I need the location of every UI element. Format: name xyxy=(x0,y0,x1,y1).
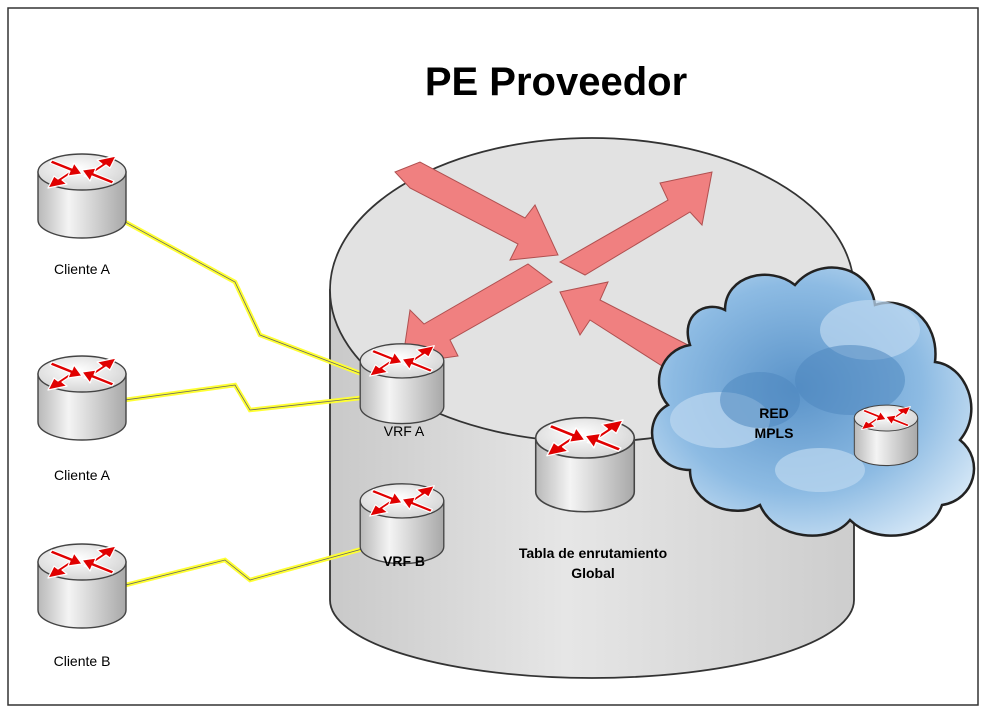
global-table-label: Tabla de enrutamiento xyxy=(519,545,667,561)
router-icon xyxy=(359,343,445,425)
mpls-core-router[interactable] xyxy=(853,404,919,467)
vrf-b-router[interactable] xyxy=(359,483,445,565)
vrf-a-router[interactable] xyxy=(359,343,445,425)
global-table-label: Global xyxy=(571,565,615,581)
client-router-2[interactable] xyxy=(37,355,127,441)
vrf-label: VRF B xyxy=(383,553,425,569)
router-icon xyxy=(534,416,636,513)
client-router-1[interactable] xyxy=(37,153,127,239)
client-router-3[interactable] xyxy=(37,543,127,629)
client-label: Cliente B xyxy=(54,653,111,669)
vrf-label: VRF A xyxy=(384,423,425,439)
router-icon xyxy=(37,153,127,239)
router-icon xyxy=(37,355,127,441)
cloud-label: RED xyxy=(759,405,789,421)
diagram-title: PE Proveedor xyxy=(425,60,687,104)
client-label: Cliente A xyxy=(54,467,111,483)
global-table-router[interactable] xyxy=(534,416,636,513)
serial-links xyxy=(83,198,396,597)
router-icon xyxy=(853,404,919,467)
router-icon xyxy=(359,483,445,565)
pe-routing-arrows-icon xyxy=(394,161,713,381)
cloud-label: MPLS xyxy=(755,425,794,441)
client-label: Cliente A xyxy=(54,261,111,277)
router-icon xyxy=(37,543,127,629)
mpls-cloud xyxy=(650,266,976,537)
